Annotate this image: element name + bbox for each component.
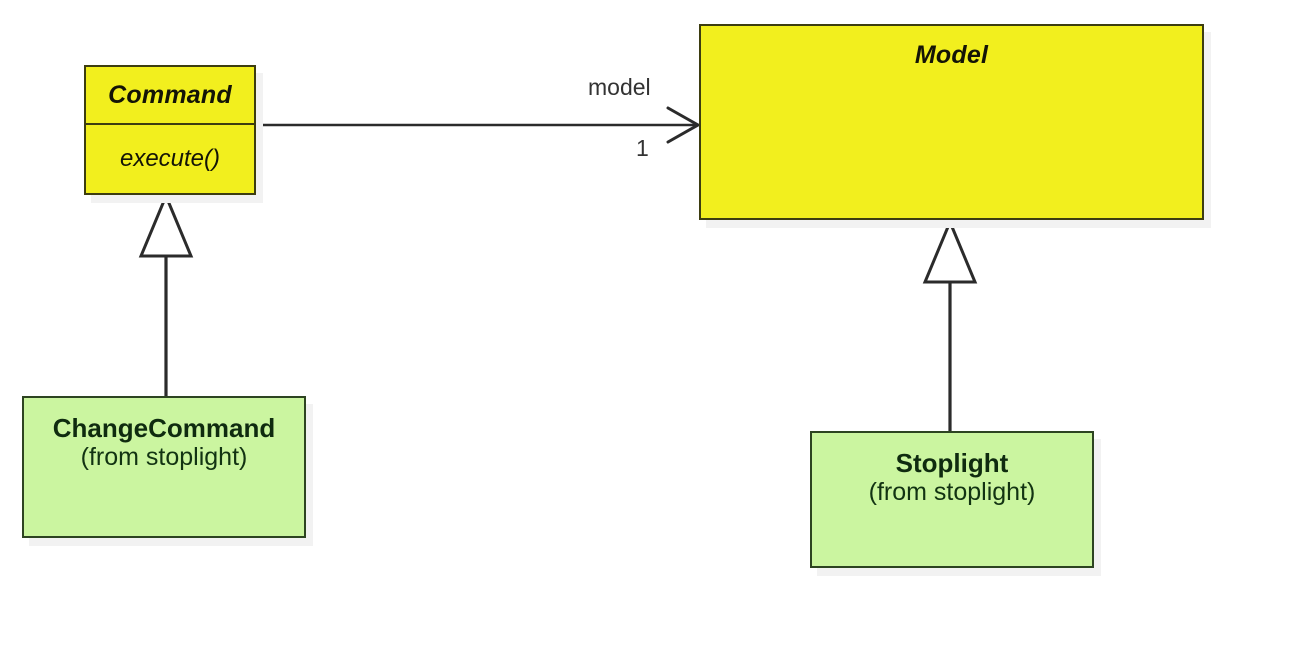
generalization-stoplight-model[interactable] [922,218,978,431]
class-box-model[interactable]: Model [699,24,1204,220]
hollow-triangle-icon [922,218,978,284]
association-multiplicity-label: 1 [636,135,649,161]
class-box-stoplight[interactable]: Stoplight (from stoplight) [810,431,1094,568]
class-package-changecommand: (from stoplight) [80,442,248,471]
association-command-model[interactable] [255,106,702,144]
model-name-compartment: Model [701,26,1202,218]
class-package-stoplight: (from stoplight) [868,477,1036,506]
command-name-compartment: Command [86,67,254,123]
command-operations-compartment: execute() [86,123,254,193]
class-box-command[interactable]: Command execute() [84,65,256,195]
association-role-label: model [588,74,651,100]
operation-execute: execute() [119,145,221,172]
changecommand-name-compartment: ChangeCommand (from stoplight) [24,398,304,536]
hollow-triangle-icon [138,192,194,258]
stoplight-name-compartment: Stoplight (from stoplight) [812,433,1092,566]
class-name-command: Command [108,80,232,109]
class-box-changecommand[interactable]: ChangeCommand (from stoplight) [22,396,306,538]
generalization-changecommand-command[interactable] [138,192,194,396]
class-name-stoplight: Stoplight [895,448,1009,478]
class-name-changecommand: ChangeCommand [52,413,276,443]
class-name-model: Model [914,41,989,69]
open-arrow-icon [666,106,702,144]
